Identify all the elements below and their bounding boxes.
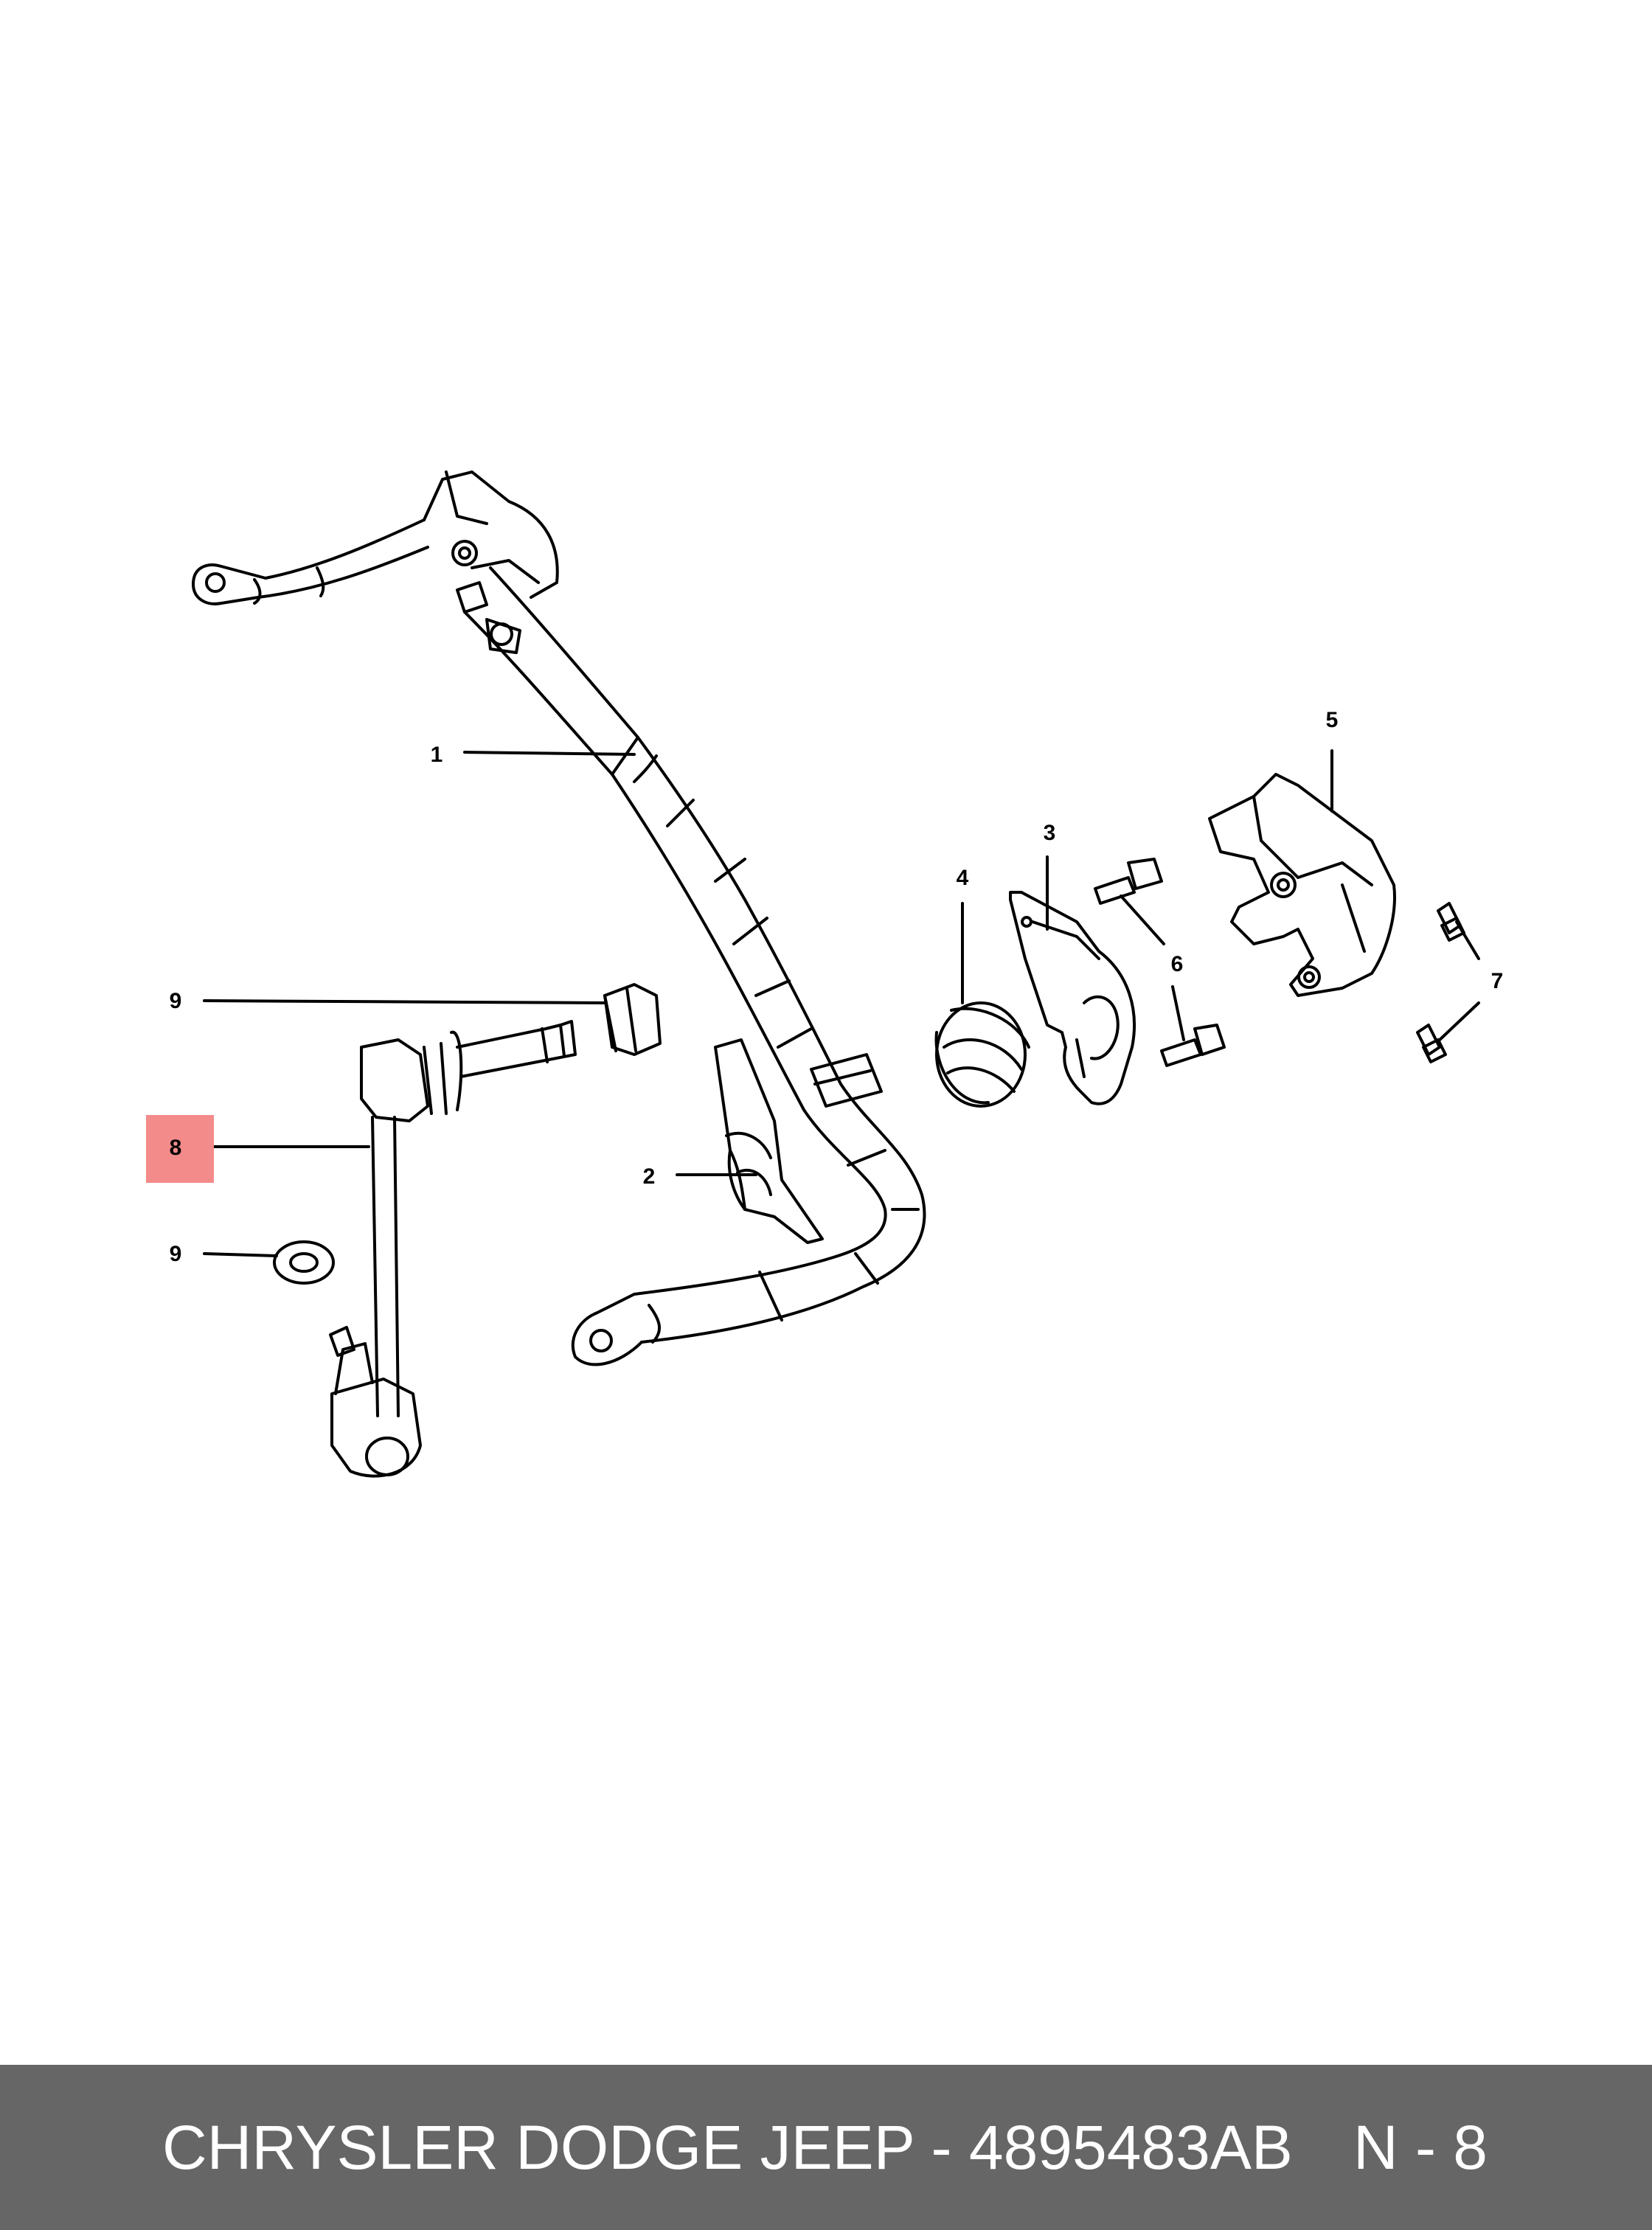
callout-4: 4 <box>957 866 969 890</box>
part-9-nut-lower <box>273 1240 335 1285</box>
callout-5: 5 <box>1326 708 1339 732</box>
callout-9-upper: 9 <box>170 989 182 1013</box>
callout-3: 3 <box>1044 821 1056 845</box>
callout-8: 8 <box>170 1136 182 1160</box>
part-number-title: CHRYSLER DODGE JEEP - 4895483AB <box>162 2113 1293 2182</box>
part-2-bracket <box>714 1038 824 1244</box>
callout-2: 2 <box>643 1164 656 1189</box>
parts-diagram: 1 2 3 4 5 6 7 8 9 9 <box>146 470 1504 1478</box>
leader-lines <box>203 749 1480 1257</box>
part-8-stabilizer-link <box>329 1020 577 1478</box>
diagram-reference: N - 8 <box>1353 2113 1488 2182</box>
callout-8-highlight <box>146 1115 214 1183</box>
callout-7: 7 <box>1491 969 1504 993</box>
part-3-retainer <box>1009 891 1136 1105</box>
part-9-nut-upper <box>603 983 662 1056</box>
callout-9-lower: 9 <box>170 1242 182 1266</box>
part-5-bracket <box>1208 773 1396 997</box>
part-4-bushing <box>934 1001 1030 1108</box>
part-6-bolts <box>1094 858 1226 1067</box>
footer-bar <box>0 2065 1652 2230</box>
callout-6: 6 <box>1171 952 1184 976</box>
stabilizer-bar <box>192 470 926 1366</box>
callout-1: 1 <box>431 743 443 767</box>
